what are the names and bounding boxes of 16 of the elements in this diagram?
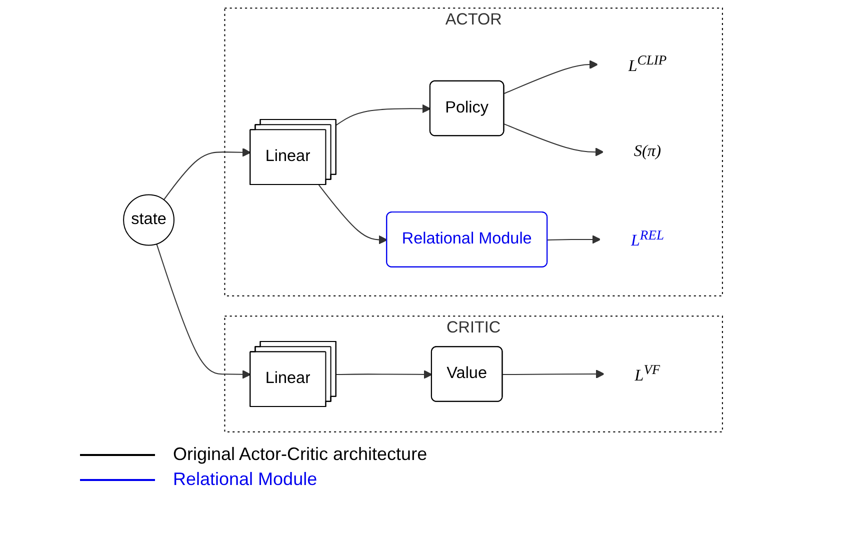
- arrow: [336, 370, 432, 379]
- arrow: [502, 370, 605, 378]
- node-text: L$^{CLIP}$: [628, 52, 667, 75]
- arrow: [504, 124, 604, 156]
- node-circle: state: [123, 194, 174, 246]
- arrow: [504, 60, 598, 94]
- arrow: [336, 104, 431, 126]
- arrow: [548, 234, 601, 244]
- arrow: [318, 184, 388, 244]
- legend-text: Original Actor-Critic architecture: [173, 444, 428, 465]
- node-text: S(π): [634, 142, 661, 160]
- node-text: L$^{REL}$: [630, 227, 664, 250]
- arrow: [156, 244, 252, 379]
- node-text: L$^{VF}$: [634, 362, 660, 384]
- legend-text: Relational Module: [173, 469, 318, 490]
- arrow: [163, 148, 252, 200]
